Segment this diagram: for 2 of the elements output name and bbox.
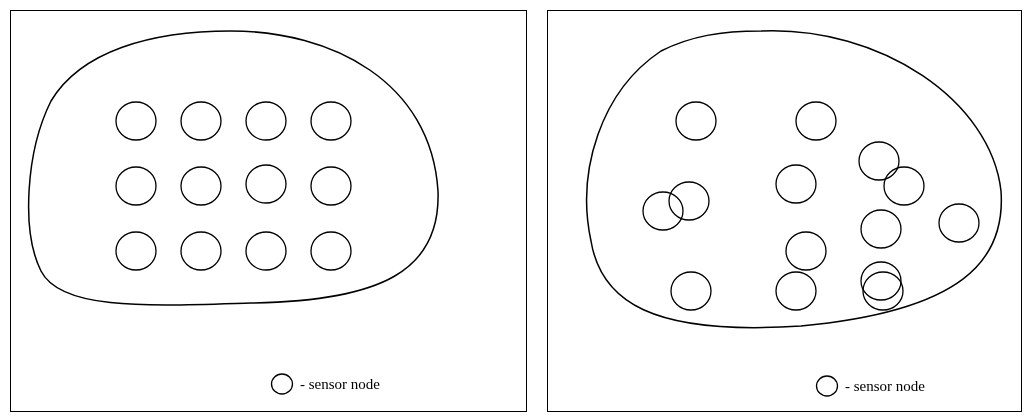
legend-text: - sensor node bbox=[300, 374, 380, 394]
legend-text: - sensor node bbox=[845, 376, 925, 396]
